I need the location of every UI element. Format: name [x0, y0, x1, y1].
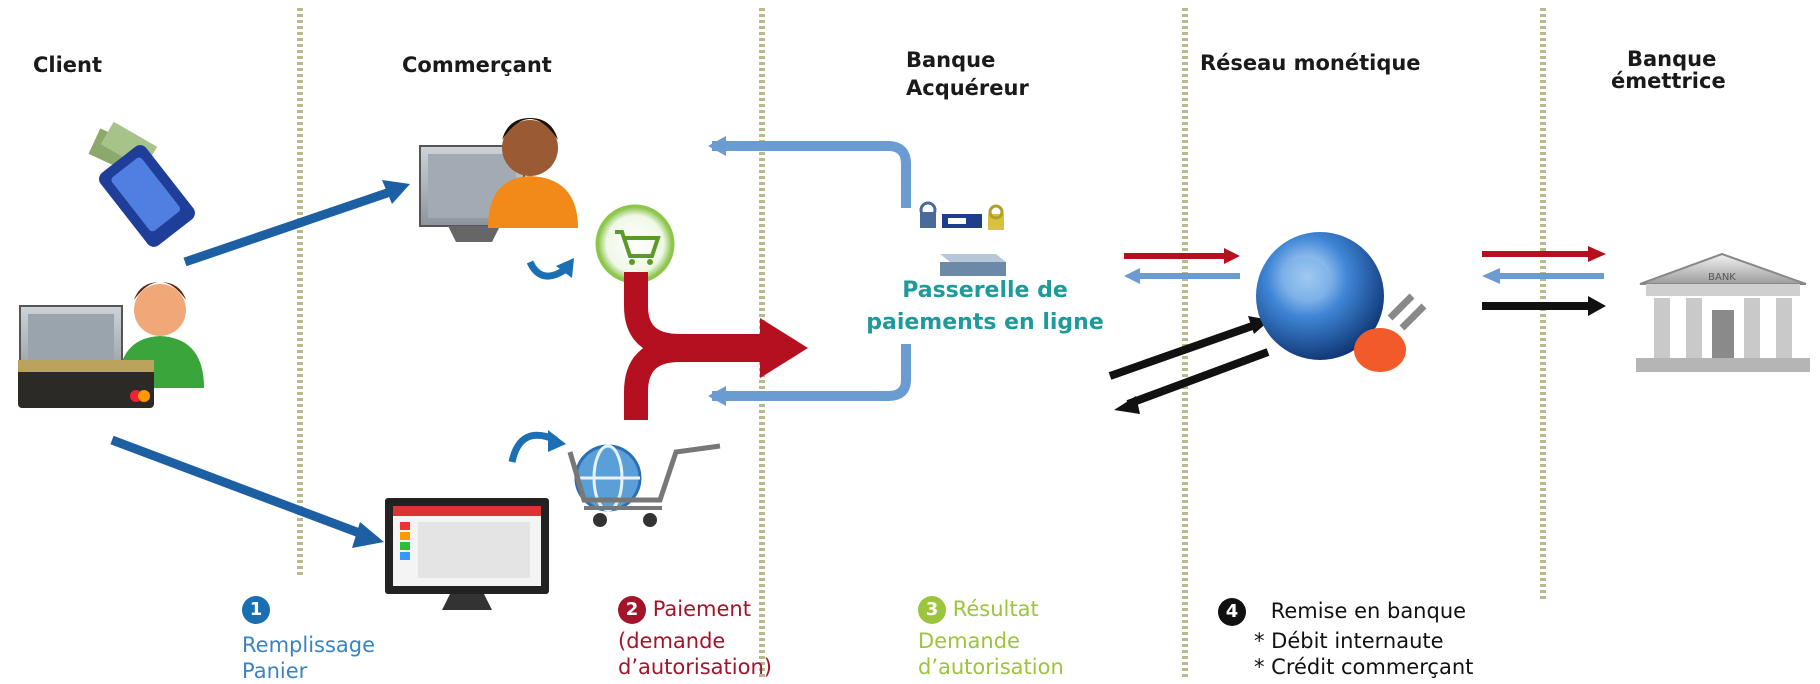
- step-1-badge: 1: [242, 596, 270, 624]
- bracket-arrow-bottom: [708, 386, 726, 406]
- bank-building-icon: BANK: [1636, 252, 1810, 372]
- step-2-line-1: (demande: [618, 629, 726, 653]
- title-banque-emettrice-2: émettrice: [1611, 69, 1726, 93]
- step-3: 3 Résultat Demande d’autorisation: [918, 596, 1064, 680]
- payment-arrow: [624, 272, 808, 420]
- step-3-badge: 3: [918, 596, 946, 624]
- step-2-badge: 2: [618, 596, 646, 624]
- cart-circle-icon: [595, 204, 675, 284]
- title-banque-emettrice-1: Banque: [1627, 47, 1716, 71]
- arrow-client-to-shop-screen: [110, 435, 384, 548]
- step-4-title: Remise en banque: [1270, 599, 1467, 623]
- step-2: 2 Paiement (demande d’autorisation): [618, 596, 772, 680]
- gateway-label-1: Passerelle de: [902, 278, 1068, 303]
- curved-arrow-head: [556, 258, 574, 278]
- client-user-icon: [18, 282, 204, 408]
- step-4-badge: 4: [1218, 598, 1246, 626]
- mobile-phone-icon: [88, 121, 195, 247]
- step-1-line-2: Panier: [242, 659, 308, 683]
- arrow-client-to-merchant: [183, 180, 410, 267]
- title-reseau-monetique: Réseau monétique: [1200, 51, 1421, 75]
- bracket-arrow-top: [708, 136, 726, 156]
- shopping-cart-globe-icon: [567, 443, 721, 527]
- step-2-title: Paiement: [652, 597, 751, 621]
- security-lock-icons: [919, 201, 1004, 230]
- title-commercant: Commerçant: [402, 53, 552, 77]
- title-client: Client: [33, 53, 102, 77]
- title-banque-acquereur-1: Banque: [906, 48, 995, 72]
- bank-sign: BANK: [1708, 272, 1736, 283]
- step-3-title: Résultat: [952, 597, 1039, 621]
- gateway-server-icon: [940, 254, 1006, 276]
- gateway-label-2: paiements en ligne: [866, 310, 1104, 335]
- shop-screen-icon: [385, 498, 549, 610]
- step-1-line-1: Remplissage: [242, 633, 376, 657]
- title-banque-acquereur-2: Acquéreur: [906, 76, 1029, 100]
- step-1: 1 Remplissage Panier: [242, 596, 375, 684]
- network-bank-arrows: [1482, 246, 1606, 316]
- network-return-arrows: [1108, 316, 1270, 414]
- curved-arrow-head-2: [548, 430, 566, 452]
- step-4-line-1: * Débit internaute: [1254, 629, 1444, 653]
- step-4: 4 Remise en banque * Débit internaute * …: [1218, 598, 1473, 680]
- step-4-line-2: * Crédit commerçant: [1254, 655, 1474, 679]
- acquirer-bracket: [712, 141, 911, 401]
- acquirer-network-arrows: [1124, 248, 1240, 284]
- globe-network-icon: [1256, 232, 1427, 372]
- step-3-line-2: d’autorisation: [918, 655, 1064, 679]
- step-3-line-1: Demande: [918, 629, 1020, 653]
- merchant-user-icon: [419, 118, 578, 242]
- step-2-line-2: d’autorisation): [618, 655, 772, 679]
